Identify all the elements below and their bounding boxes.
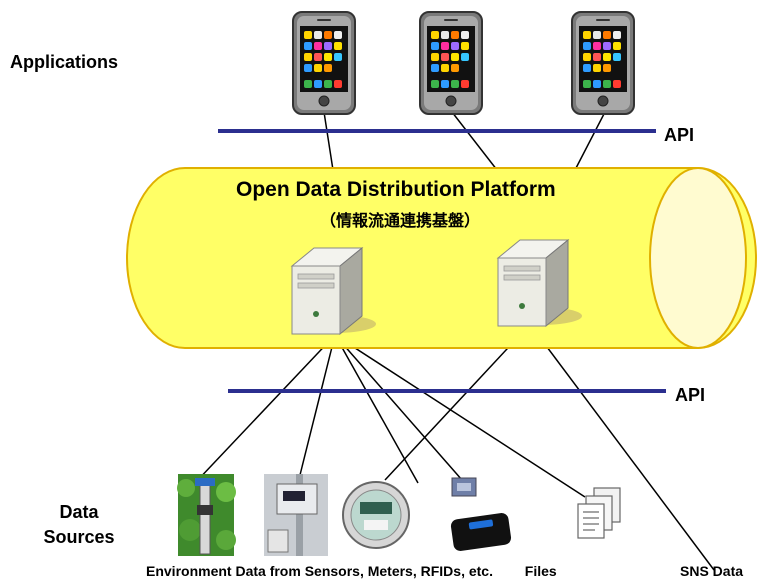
sources-caption: Environment Data from Sensors, Meters, R… (146, 563, 557, 579)
applications-label: Applications (10, 52, 119, 72)
smartphone-icon (571, 11, 635, 115)
smart-meter-icon (342, 481, 410, 549)
sns-caption: SNS Data (680, 563, 744, 579)
smartphone-icon (292, 11, 356, 115)
platform-title: Open Data Distribution Platform (236, 178, 556, 201)
api-bottom-label: API (675, 385, 706, 405)
data-logger-icon (264, 474, 328, 556)
data-sources-label: Data Sources (43, 502, 115, 547)
rfid-reader-icon (450, 513, 512, 551)
api-top-label: API (664, 125, 695, 145)
smartphone-icon (419, 11, 483, 115)
platform-subtitle: （情報流通連携基盤） (320, 213, 481, 230)
files-icon (577, 487, 621, 539)
files-caption: Files (524, 563, 557, 579)
rfid-chip-icon (451, 477, 477, 497)
sources-caption-text: Environment Data from Sensors, Meters, R… (146, 563, 493, 579)
platform-cylinder (126, 167, 757, 349)
connector-lines (194, 111, 715, 571)
environment-sensor-icon (177, 474, 236, 556)
